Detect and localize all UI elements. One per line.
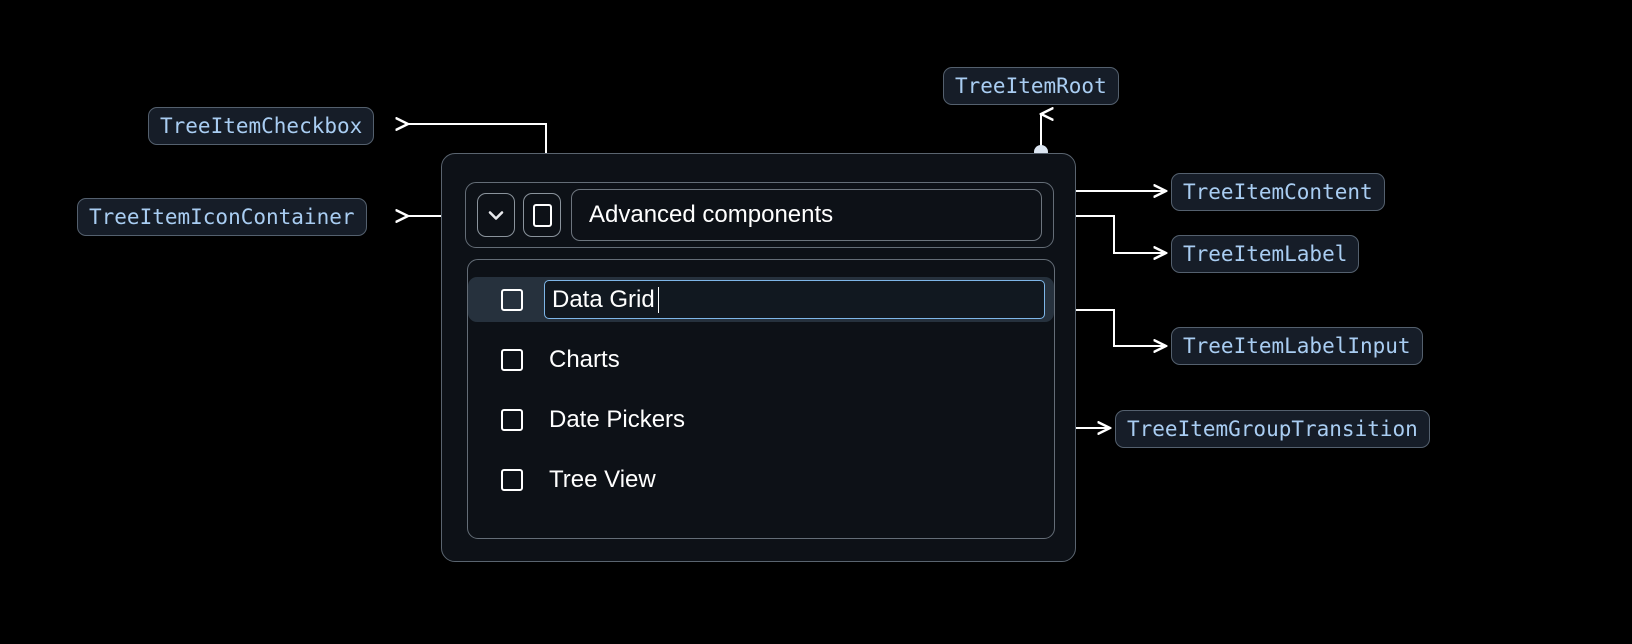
tree-item-label[interactable]: Advanced components (571, 189, 1042, 241)
tree-item-label-input[interactable]: Data Grid (544, 280, 1045, 319)
tree-item-checkbox-charts[interactable] (501, 348, 523, 371)
tree-item-label-tree-view: Tree View (549, 465, 656, 493)
badge-tree-item-root[interactable]: TreeItemRoot (943, 67, 1119, 105)
chevron-down-icon (488, 211, 504, 220)
badge-tree-item-checkbox[interactable]: TreeItemCheckbox (148, 107, 375, 145)
tree-item-row-date-pickers[interactable]: Date Pickers (468, 397, 1054, 442)
tree-item-checkbox[interactable] (523, 193, 561, 237)
tree-item-icon-container[interactable] (477, 193, 515, 237)
tree-item-checkbox-tree-view[interactable] (501, 468, 523, 491)
checkbox-box (532, 203, 552, 227)
badge-tree-item-icon-container[interactable]: TreeItemIconContainer (77, 198, 367, 236)
tree-item-checkbox-date-pickers[interactable] (501, 408, 523, 431)
tree-item-content[interactable]: Advanced components (465, 182, 1054, 248)
tree-item-checkbox-data-grid[interactable] (501, 288, 523, 311)
tree-item-label-input-value: Data Grid (552, 285, 655, 313)
tree-item-label-charts: Charts (549, 345, 620, 373)
badge-tree-item-content[interactable]: TreeItemContent (1171, 173, 1385, 211)
tree-item-row-charts[interactable]: Charts (468, 337, 1054, 382)
tree-item-label-date-pickers: Date Pickers (549, 405, 686, 433)
text-caret (657, 286, 660, 313)
tree-item-group-transition: Data Grid Charts Date Pickers Tree View (467, 259, 1055, 539)
tree-item-row-data-grid[interactable]: Data Grid (468, 277, 1054, 322)
tree-item-root[interactable]: Advanced components Data Grid Charts Dat… (441, 153, 1076, 562)
tree-item-row-tree-view[interactable]: Tree View (468, 457, 1054, 502)
badge-tree-item-label[interactable]: TreeItemLabel (1171, 235, 1360, 273)
badge-tree-item-label-input[interactable]: TreeItemLabelInput (1171, 327, 1423, 365)
badge-tree-item-group-transition[interactable]: TreeItemGroupTransition (1115, 410, 1430, 448)
